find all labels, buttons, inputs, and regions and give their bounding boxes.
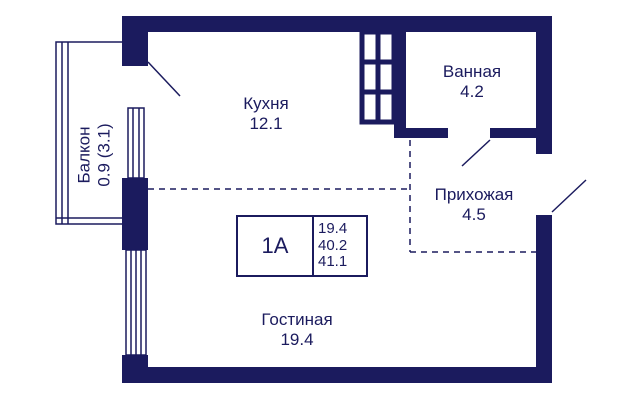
room-living-name: Гостиная: [261, 310, 333, 329]
wall-top: [122, 16, 552, 32]
room-bathroom-area: 4.2: [460, 82, 484, 102]
wall-bottom: [122, 367, 552, 383]
room-bathroom-name: Ванная: [442, 62, 502, 81]
door-entrance: [551, 179, 587, 213]
unit-area-total-with-balcony: 41.1: [318, 253, 348, 271]
zone-lines: [148, 140, 536, 253]
room-kitchen: Кухня 12.1: [226, 94, 306, 135]
unit-areas: 19.4 40.2 41.1: [314, 217, 366, 275]
wall-bath-left: [394, 16, 406, 138]
wall-right-lower: [536, 215, 552, 383]
room-balcony-area: 0.9 (3.1): [95, 123, 114, 187]
room-living: Гостиная 19.4: [242, 310, 352, 351]
room-balcony: Балкон 0.9 (3.1): [75, 123, 116, 186]
doors: [147, 61, 587, 213]
room-living-area: 19.4: [280, 330, 314, 350]
wall-left-top: [122, 16, 148, 66]
balcony-outline: [55, 41, 122, 225]
balcony-frame: [55, 41, 147, 356]
room-hallway: Прихожая 4.5: [414, 185, 534, 226]
walls: [122, 16, 552, 383]
room-hallway-name: Прихожая: [434, 185, 514, 204]
room-kitchen-area: 12.1: [249, 114, 283, 134]
room-balcony-name: Балкон: [74, 126, 94, 184]
room-hallway-area: 4.5: [462, 205, 486, 225]
unit-info-box: 1А 19.4 40.2 41.1: [236, 215, 368, 277]
wall-left-bottom: [122, 355, 148, 383]
door-bathroom: [461, 139, 491, 167]
door-balcony: [147, 61, 181, 97]
unit-area-living: 19.4: [318, 220, 348, 238]
room-kitchen-name: Кухня: [243, 94, 289, 113]
wall-bath-bottom-b: [490, 128, 552, 138]
wall-left-mid: [122, 178, 148, 250]
room-bathroom: Ванная 4.2: [424, 62, 520, 103]
wall-right-upper: [536, 16, 552, 154]
window-upper: [127, 107, 145, 179]
wall-bath-bottom-a: [394, 128, 448, 138]
ventilation-shaft: [359, 29, 397, 125]
unit-type: 1А: [238, 217, 314, 275]
unit-area-total: 40.2: [318, 236, 348, 254]
